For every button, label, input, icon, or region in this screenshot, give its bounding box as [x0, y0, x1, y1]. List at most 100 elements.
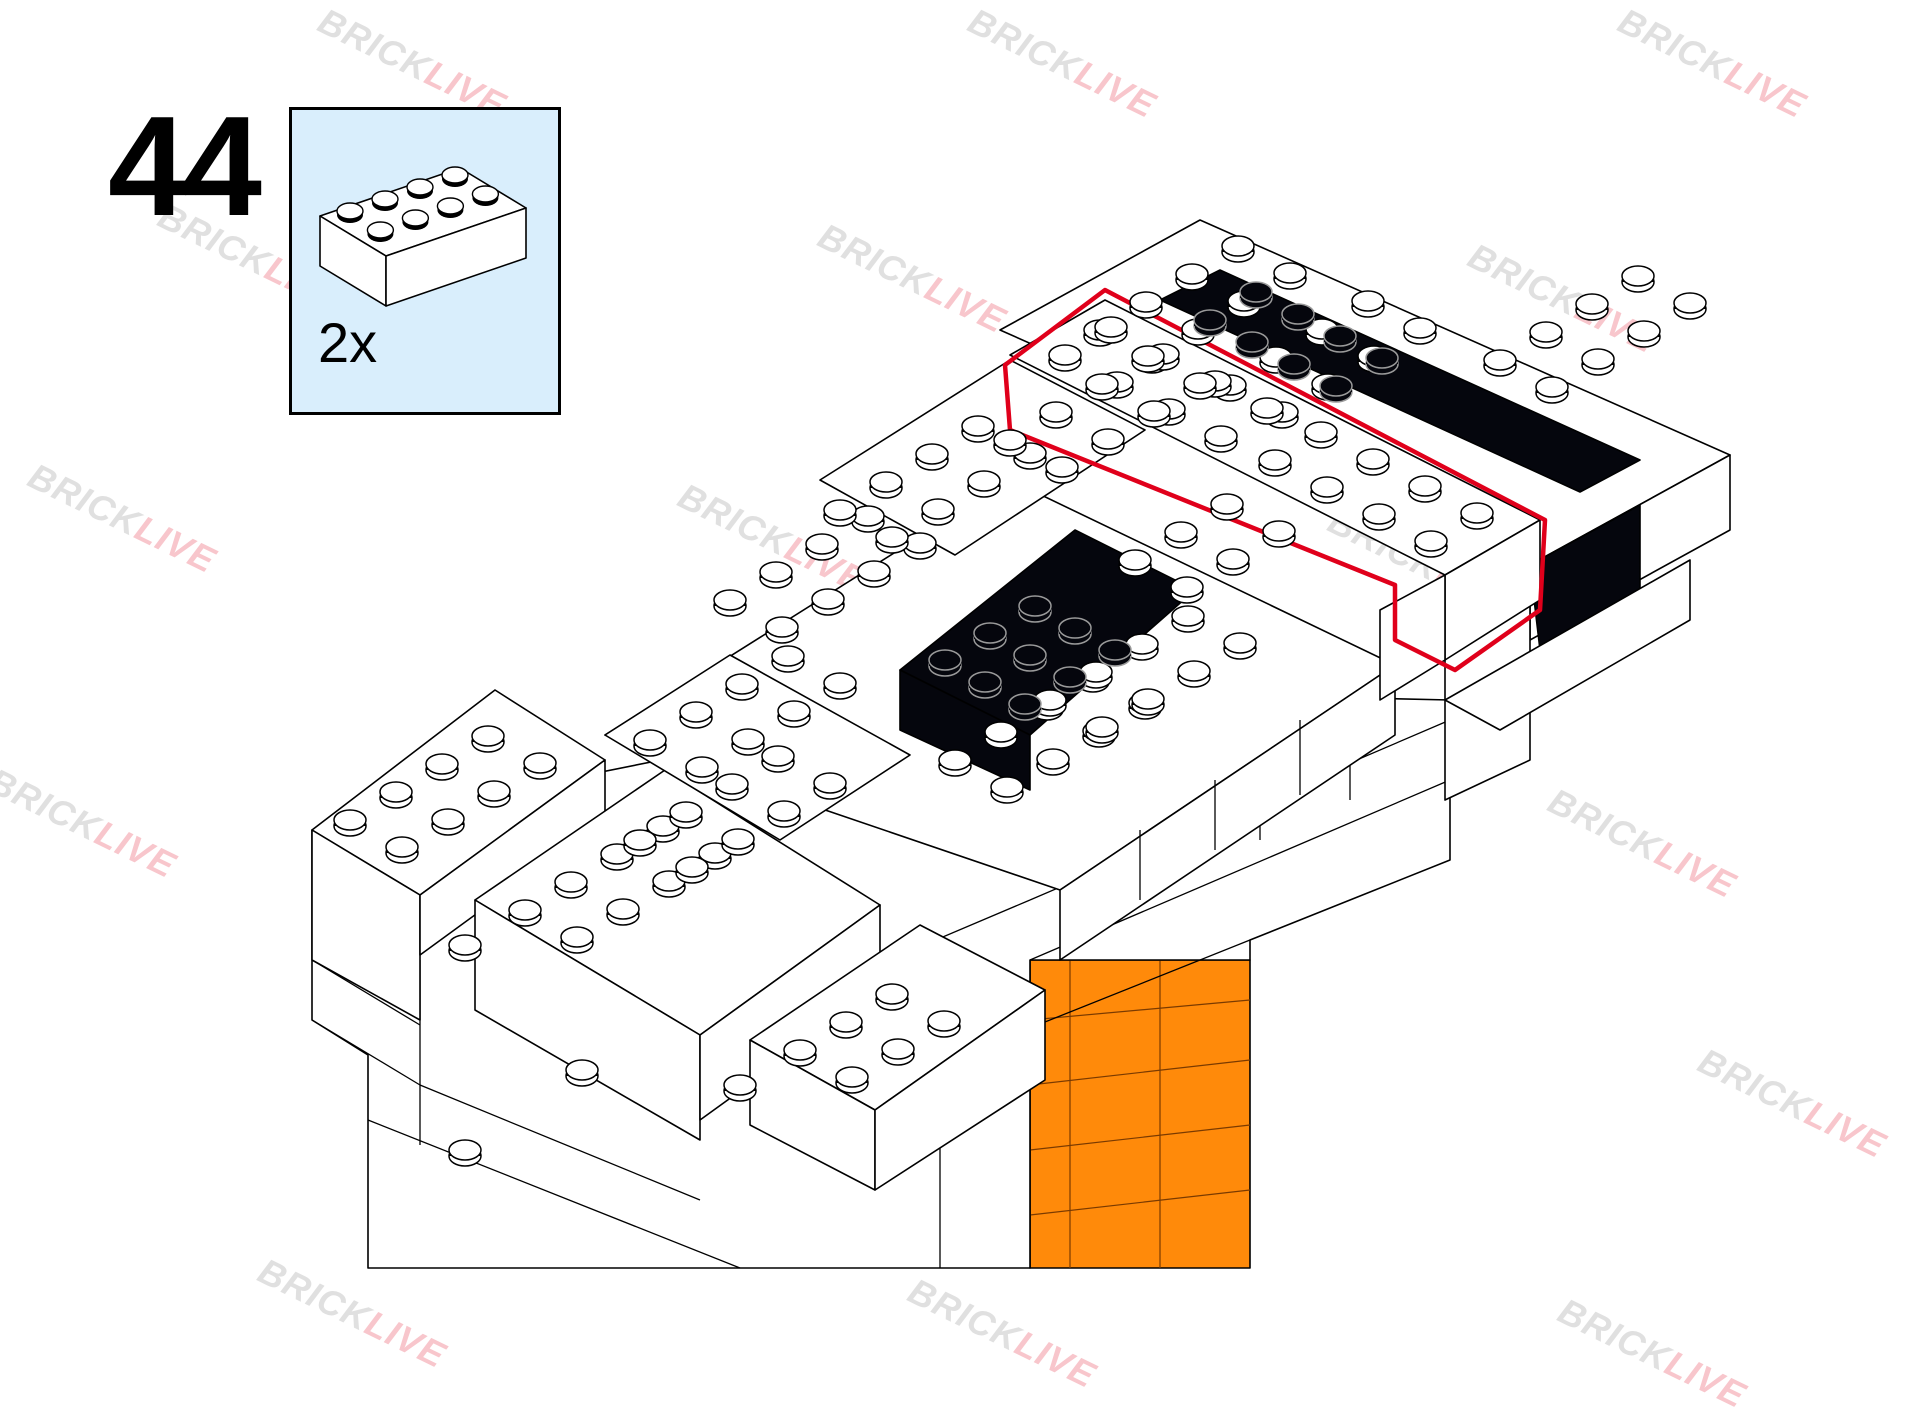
stud [1131, 345, 1165, 373]
stud [1277, 353, 1311, 381]
stud [1013, 644, 1047, 672]
stud [835, 1066, 869, 1094]
stud [448, 1139, 482, 1167]
stud [623, 829, 657, 857]
stud [823, 499, 857, 527]
stud [1085, 373, 1119, 401]
stud [731, 728, 765, 756]
stud [1581, 348, 1615, 376]
stud [1137, 400, 1171, 428]
stud [1356, 448, 1390, 476]
stud [471, 725, 505, 753]
stud [1673, 292, 1707, 320]
stud [1323, 325, 1357, 353]
stud [1039, 401, 1073, 429]
stud [938, 749, 972, 777]
stud [1210, 493, 1244, 521]
stud [1048, 344, 1082, 372]
stud [1223, 632, 1257, 660]
stud [652, 870, 686, 898]
stud [857, 560, 891, 588]
stud [560, 926, 594, 954]
stud [1483, 349, 1517, 377]
stud [1164, 521, 1198, 549]
stud [713, 589, 747, 617]
stud [1262, 520, 1296, 548]
stud [1098, 639, 1132, 667]
stud [1250, 397, 1284, 425]
stud [1414, 530, 1448, 558]
stud [1235, 331, 1269, 359]
stud [1621, 265, 1655, 293]
stud [1575, 293, 1609, 321]
stud [1204, 425, 1238, 453]
white-brick-2x4-icon [319, 166, 527, 307]
stud [1319, 375, 1353, 403]
stud [921, 498, 955, 526]
stud [869, 471, 903, 499]
stud [771, 645, 805, 673]
stud [675, 856, 709, 884]
stud [554, 871, 588, 899]
stud [1018, 595, 1052, 623]
stud [984, 721, 1018, 749]
stud [1091, 428, 1125, 456]
stud [1129, 291, 1163, 319]
stud [961, 415, 995, 443]
stud [1053, 666, 1087, 694]
stud [721, 828, 755, 856]
stud [715, 773, 749, 801]
stud [777, 700, 811, 728]
stud [723, 1074, 757, 1102]
stud [448, 934, 482, 962]
stud [823, 672, 857, 700]
stud [333, 809, 367, 837]
stud [508, 899, 542, 927]
stud [1216, 548, 1250, 576]
stud [813, 772, 847, 800]
stud [523, 752, 557, 780]
stud [968, 671, 1002, 699]
stud [1008, 693, 1042, 721]
stud [761, 745, 795, 773]
stud [1094, 316, 1128, 344]
stud [1273, 262, 1307, 290]
stud [973, 622, 1007, 650]
stud [767, 800, 801, 828]
stud [679, 701, 713, 729]
stud [1239, 281, 1273, 309]
stud [1177, 660, 1211, 688]
stud [829, 1011, 863, 1039]
highlight-outline [1002, 287, 1548, 673]
stud [990, 776, 1024, 804]
stud [759, 561, 793, 589]
stud [1403, 317, 1437, 345]
stud [1171, 605, 1205, 633]
orange-column [1029, 959, 1251, 1269]
stud [1365, 347, 1399, 375]
part-quantity: 2x [318, 311, 378, 374]
stud [1221, 235, 1255, 263]
stud [765, 616, 799, 644]
stud [927, 1010, 961, 1038]
stud [1627, 320, 1661, 348]
stud [1170, 576, 1204, 604]
stud [811, 588, 845, 616]
stud [565, 1059, 599, 1087]
stud [1183, 372, 1217, 400]
stud [431, 808, 465, 836]
model-illustration [311, 219, 1731, 1269]
stud [1045, 456, 1079, 484]
stud [685, 756, 719, 784]
stud [1125, 633, 1159, 661]
stud [915, 443, 949, 471]
stud [1118, 549, 1152, 577]
stud [669, 801, 703, 829]
stud [783, 1039, 817, 1067]
stud [1036, 748, 1070, 776]
stud [1408, 475, 1442, 503]
stud [1362, 503, 1396, 531]
stud [1304, 421, 1338, 449]
stud [1535, 376, 1569, 404]
stud [606, 898, 640, 926]
